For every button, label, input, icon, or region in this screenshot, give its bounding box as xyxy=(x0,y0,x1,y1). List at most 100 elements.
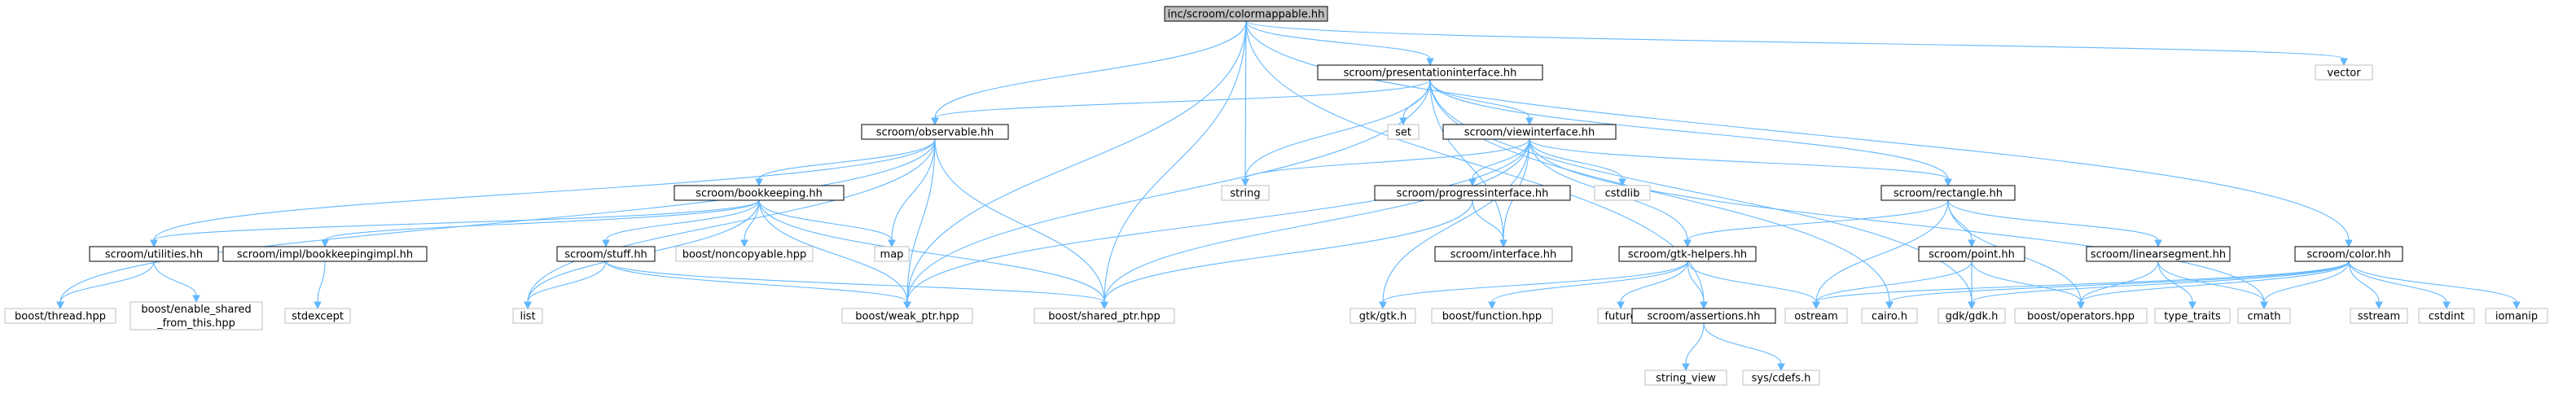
node-observable[interactable]: scroom/observable.hh xyxy=(861,124,1009,140)
node-label: gtk/gtk.h xyxy=(1359,311,1407,323)
node-label: boost/noncopyable.hpp xyxy=(682,249,807,261)
node-label: scroom/point.hh xyxy=(1929,249,2015,261)
edge-bookkeeping-to-noncopyable xyxy=(740,199,760,248)
edge-root-to-shared_ptr xyxy=(1100,20,1247,310)
node-stuff[interactable]: scroom/stuff.hh xyxy=(556,246,656,262)
node-label: ostream xyxy=(1794,311,1838,323)
edge-observable-to-thread xyxy=(56,138,936,310)
node-point[interactable]: scroom/point.hh xyxy=(1918,246,2025,262)
node-gtkhelpers[interactable]: scroom/gtk-helpers.hh xyxy=(1618,246,1757,262)
node-label: future xyxy=(1604,311,1636,323)
node-interface[interactable]: scroom/interface.hh xyxy=(1434,246,1573,262)
edge-gtkhelpers-to-assertions xyxy=(1687,260,1708,310)
edge-presentationinterface-to-observable xyxy=(931,79,1431,126)
node-vector: vector xyxy=(2315,64,2373,81)
edge-stuff-to-shared_ptr xyxy=(605,260,1108,310)
node-shared_ptr: boost/shared_ptr.hpp xyxy=(1033,308,1175,324)
edge-color-to-cmath xyxy=(2260,260,2350,310)
edge-bookkeepingimpl-to-stdexcept xyxy=(314,260,326,310)
node-utilities[interactable]: scroom/utilities.hh xyxy=(89,246,219,262)
node-cstdlib: cstdlib xyxy=(1594,185,1651,201)
node-label: vector xyxy=(2327,68,2361,80)
edge-rectangle-to-linearsegment xyxy=(1947,199,2162,248)
edge-viewinterface-to-string xyxy=(1241,138,1530,187)
edge-color-to-cairo xyxy=(1885,260,2350,310)
edge-viewinterface-to-shared_ptr xyxy=(1100,138,1530,310)
node-label: iomanip xyxy=(2495,311,2538,323)
edge-gtkhelpers-to-future xyxy=(1617,260,1688,310)
node-viewinterface[interactable]: scroom/viewinterface.hh xyxy=(1442,124,1617,140)
node-label: boost/operators.hpp xyxy=(2027,311,2135,323)
node-cstdint: cstdint xyxy=(2418,308,2475,324)
edge-utilities-to-enable_shared xyxy=(153,260,200,304)
edge-stuff-to-list xyxy=(524,260,607,310)
edge-color-to-iomanip xyxy=(2348,260,2521,310)
edge-bookkeeping-to-utilities xyxy=(150,199,760,248)
node-layer: inc/scroom/colormappable.hh scroom/presen… xyxy=(4,6,2548,386)
node-type_traits: type_traits xyxy=(2154,308,2231,324)
node-enable_shared: boost/enable_shared_from_this.hpp xyxy=(129,301,263,330)
node-label: string xyxy=(1230,188,1260,200)
node-label: scroom/impl/bookkeepingimpl.hh xyxy=(237,249,413,261)
node-bookkeepingimpl[interactable]: scroom/impl/bookkeepingimpl.hh xyxy=(222,246,428,262)
node-label: list xyxy=(520,311,535,323)
edge-gtkhelpers-to-gtk xyxy=(1379,260,1688,310)
node-bookkeeping[interactable]: scroom/bookkeeping.hh xyxy=(674,185,845,201)
node-iomanip: iomanip xyxy=(2485,308,2548,324)
edge-assertions-to-string_view xyxy=(1682,322,1705,372)
node-label: scroom/bookkeeping.hh xyxy=(696,188,823,200)
edge-utilities-to-thread xyxy=(56,260,155,310)
node-thread: boost/thread.hpp xyxy=(4,308,116,324)
node-gdk: gdk/gdk.h xyxy=(1937,308,2006,324)
edge-linearsegment-to-type_traits xyxy=(2157,260,2196,310)
node-label: scroom/viewinterface.hh xyxy=(1464,127,1595,139)
edge-progressinterface-to-interface xyxy=(1472,199,1507,248)
node-label: sys/cdefs.h xyxy=(1752,373,1811,385)
node-label: stdexcept xyxy=(292,311,344,323)
node-operators: boost/operators.hpp xyxy=(2014,308,2148,324)
node-map: map xyxy=(874,246,910,262)
edge-root-to-vector xyxy=(1245,20,2348,67)
edge-presentationinterface-to-weak_ptr xyxy=(903,79,1431,310)
node-presentationinterface[interactable]: scroom/presentationinterface.hh xyxy=(1317,64,1543,81)
node-linearsegment[interactable]: scroom/linearsegment.hh xyxy=(2086,246,2231,262)
node-color[interactable]: scroom/color.hh xyxy=(2294,246,2403,262)
edge-progressinterface-to-shared_ptr xyxy=(1100,199,1473,310)
node-label: scroom/observable.hh xyxy=(876,127,994,139)
node-label: scroom/color.hh xyxy=(2306,249,2390,261)
node-rectangle[interactable]: scroom/rectangle.hh xyxy=(1880,185,2016,201)
edge-color-to-sstream xyxy=(2348,260,2383,310)
edge-observable-to-weak_ptr xyxy=(903,138,936,310)
node-string: string xyxy=(1221,185,1270,201)
edge-observable-to-bookkeeping xyxy=(755,138,936,187)
node-label: scroom/stuff.hh xyxy=(564,249,647,261)
node-label: scroom/assertions.hh xyxy=(1647,311,1760,323)
node-weak_ptr: boost/weak_ptr.hpp xyxy=(841,308,973,324)
node-label: boost/thread.hpp xyxy=(15,311,106,323)
node-assertions[interactable]: scroom/assertions.hh xyxy=(1631,308,1776,324)
node-label: cmath xyxy=(2247,311,2280,323)
node-label: scroom/linearsegment.hh xyxy=(2091,249,2226,261)
edge-bookkeeping-to-stuff xyxy=(602,199,760,248)
node-sstream: sstream xyxy=(2350,308,2408,324)
edge-gtkhelpers-to-ostream xyxy=(1687,260,1820,310)
node-label: set xyxy=(1395,127,1411,139)
edge-viewinterface-to-rectangle xyxy=(1529,138,1952,187)
node-label: scroom/utilities.hh xyxy=(105,249,203,261)
edge-stuff-to-weak_ptr xyxy=(605,260,911,310)
edge-gtkhelpers-to-function xyxy=(1488,260,1688,310)
node-label: boost/shared_ptr.hpp xyxy=(1048,311,1161,323)
edge-color-to-operators xyxy=(2077,260,2350,310)
edge-color-to-gdk xyxy=(1968,260,2350,310)
edge-assertions-to-cdefs xyxy=(1703,322,1785,372)
node-function: boost/function.hpp xyxy=(1431,308,1553,324)
node-progressinterface[interactable]: scroom/progressinterface.hh xyxy=(1374,185,1571,201)
node-cdefs: sys/cdefs.h xyxy=(1742,370,1820,386)
node-label: cairo.h xyxy=(1872,311,1907,323)
edge-presentationinterface-to-set xyxy=(1399,79,1431,126)
edge-viewinterface-to-cstdlib xyxy=(1529,138,1626,187)
node-root[interactable]: inc/scroom/colormappable.hh xyxy=(1164,6,1328,22)
node-label: cstdlib xyxy=(1605,188,1640,200)
node-label: cstdint xyxy=(2429,311,2464,323)
node-label: string_view xyxy=(1656,373,1716,385)
